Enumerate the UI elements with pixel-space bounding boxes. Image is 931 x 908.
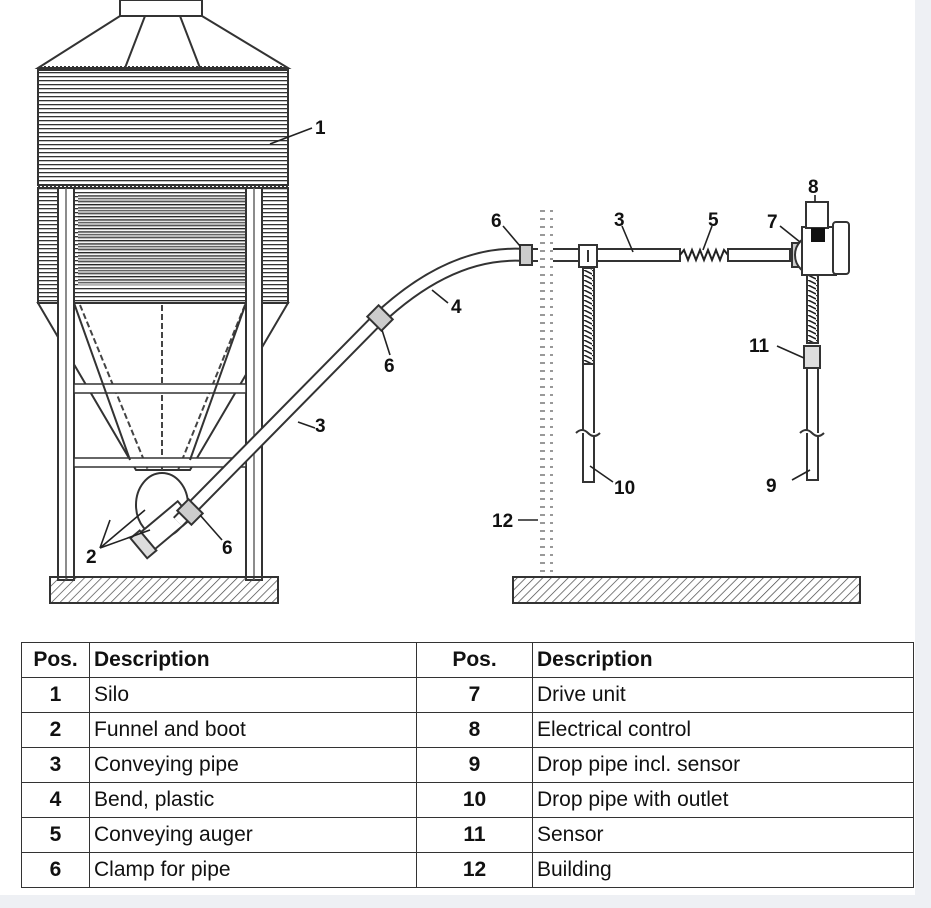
description-cell: Funnel and boot — [89, 712, 417, 748]
building-floor — [512, 576, 861, 604]
silo — [34, 0, 292, 604]
callout-drive: 7 — [767, 212, 778, 233]
conveying-pipe — [173, 244, 791, 527]
drop-pipe-sensor — [799, 274, 825, 481]
callout-silo: 1 — [315, 118, 326, 139]
pos-cell: 2 — [21, 712, 90, 748]
description-cell: Silo — [89, 677, 417, 713]
pos-cell: 3 — [21, 747, 90, 783]
pos-cell: 10 — [416, 782, 533, 818]
pos-cell: 6 — [21, 852, 90, 888]
callout-clamp-low: 6 — [222, 538, 233, 559]
callout-funnel: 2 — [86, 547, 97, 568]
leader-lines — [99, 127, 816, 549]
callout-pipe-top: 3 — [614, 210, 625, 231]
description-cell: Sensor — [532, 817, 914, 853]
pos-cell: 9 — [416, 747, 533, 783]
page-margin-bottom — [0, 895, 931, 908]
description-cell: Drive unit — [532, 677, 914, 713]
callout-clamp-mid: 6 — [384, 356, 395, 377]
pos-cell: 5 — [21, 817, 90, 853]
callout-pipe-left: 3 — [315, 416, 326, 437]
description-cell: Clamp for pipe — [89, 852, 417, 888]
page-margin-right — [915, 0, 931, 908]
callout-bend: 4 — [451, 297, 462, 318]
callout-drop-outlet: 10 — [614, 478, 635, 499]
header-description-right: Description — [532, 642, 914, 678]
pos-cell: 8 — [416, 712, 533, 748]
callout-drop-sensor: 9 — [766, 476, 777, 497]
table-row: 4 Bend, plastic 10 Drop pipe with outlet — [21, 782, 914, 818]
table-header-row: Pos. Description Pos. Description — [21, 642, 914, 678]
pos-cell: 1 — [21, 677, 90, 713]
header-pos-left: Pos. — [21, 642, 90, 678]
table-row: 2 Funnel and boot 8 Electrical control — [21, 712, 914, 748]
description-cell: Conveying pipe — [89, 747, 417, 783]
description-cell: Drop pipe with outlet — [532, 782, 914, 818]
feed-system-diagram: 1 2 3 4 6 6 6 3 5 7 8 11 10 9 12 — [34, 0, 861, 604]
drop-pipe-outlet — [575, 244, 601, 483]
pos-cell: 11 — [416, 817, 533, 853]
table-row: 3 Conveying pipe 9 Drop pipe incl. senso… — [21, 747, 914, 783]
callout-clamp-top: 6 — [491, 211, 502, 232]
description-cell: Bend, plastic — [89, 782, 417, 818]
position-legend-table: Pos. Description Pos. Description 1 Silo… — [21, 642, 914, 888]
header-pos-right: Pos. — [416, 642, 533, 678]
callout-building: 12 — [492, 511, 513, 532]
header-description-left: Description — [89, 642, 417, 678]
pos-cell: 7 — [416, 677, 533, 713]
table-row: 6 Clamp for pipe 12 Building — [21, 852, 914, 888]
pos-cell: 4 — [21, 782, 90, 818]
description-cell: Drop pipe incl. sensor — [532, 747, 914, 783]
callout-auger: 5 — [708, 210, 719, 231]
callout-control: 8 — [808, 177, 819, 198]
table-row: 5 Conveying auger 11 Sensor — [21, 817, 914, 853]
description-cell: Building — [532, 852, 914, 888]
table-row: 1 Silo 7 Drive unit — [21, 677, 914, 713]
callout-sensor: 11 — [749, 336, 770, 357]
building-wall — [538, 210, 553, 578]
pos-cell: 12 — [416, 852, 533, 888]
description-cell: Electrical control — [532, 712, 914, 748]
electrical-control — [805, 201, 829, 242]
description-cell: Conveying auger — [89, 817, 417, 853]
